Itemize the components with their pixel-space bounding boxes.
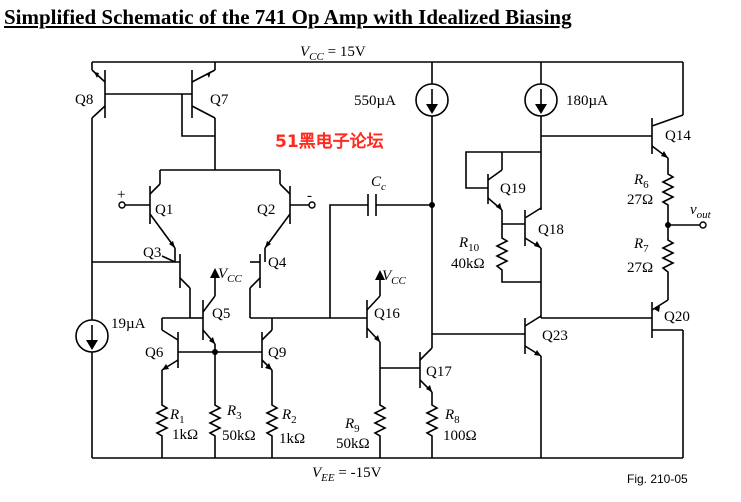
non-inverting-input-label: + <box>117 187 125 203</box>
current-source-180ua: 180µA <box>524 62 608 210</box>
vee-label: VEE = -15V <box>312 465 382 484</box>
q1-transistor: + Q1 <box>117 170 176 249</box>
r10-value: 40kΩ <box>451 256 485 272</box>
r2-value: 1kΩ <box>279 431 305 447</box>
q2-label: Q2 <box>257 202 275 218</box>
r1-name: R1 <box>169 407 185 426</box>
q3-transistor: Q3 <box>143 245 191 318</box>
q6-transistor: Q9 <box>250 317 330 400</box>
q3-label: Q3 <box>143 245 161 261</box>
r9-value: 50kΩ <box>336 436 370 452</box>
q19-label: Q19 <box>500 181 526 197</box>
current-source-550ua: 550µA <box>354 62 449 340</box>
r1-value: 1kΩ <box>172 427 198 443</box>
bias-550ua-label: 550µA <box>354 93 396 109</box>
r10-name: R10 <box>458 235 480 254</box>
q4-label: Q4 <box>268 255 287 271</box>
q16-transistor: VCC Q16 <box>366 268 407 400</box>
q16-vcc-label: VCC <box>382 268 407 287</box>
r7-name: R7 <box>633 236 649 255</box>
q18-transistor: Q18 <box>502 207 564 318</box>
inverting-input-label: - <box>307 188 312 204</box>
page-title: Simplified Schematic of the 741 Op Amp w… <box>4 5 572 29</box>
current-source-19ua: 19µA <box>75 316 146 458</box>
q23-label: Q23 <box>542 328 568 344</box>
r6-resistor: R6 27Ω <box>627 170 675 225</box>
watermark-text: 51黑电子论坛 <box>275 131 384 152</box>
q17-label: Q17 <box>426 364 452 380</box>
q6-label: Q9 <box>268 345 286 361</box>
q7-transistor: VCC Q5 <box>202 266 243 352</box>
q8-transistor: Q7 <box>191 62 229 170</box>
compensation-capacitor: Cc <box>329 174 435 318</box>
vout-label: vout <box>690 202 712 221</box>
q20-transistor: Q20 <box>651 290 690 338</box>
r8-name: R8 <box>444 407 460 426</box>
q8-label: Q7 <box>210 92 229 108</box>
q2-transistor: - Q2 <box>257 170 316 249</box>
q16-label: Q16 <box>374 306 400 322</box>
bias-19ua-label: 19µA <box>111 316 146 332</box>
r3-name: R3 <box>226 403 242 422</box>
r7-value: 27Ω <box>627 260 653 276</box>
q8-diode-link <box>181 94 215 137</box>
q7-vcc-label: VCC <box>218 266 243 285</box>
q14-label: Q14 <box>665 128 691 144</box>
output-node: vout <box>665 202 712 229</box>
r2-name: R2 <box>281 407 297 426</box>
q17-transistor: Q17 <box>419 340 452 400</box>
q19-transistor: Q19 <box>465 151 541 224</box>
r9-resistor: R9 50kΩ <box>336 400 387 458</box>
r6-name: R6 <box>633 172 649 191</box>
r3-resistor: R3 50kΩ <box>208 400 256 458</box>
q7-label: Q5 <box>212 306 230 322</box>
r9-name: R9 <box>344 416 360 435</box>
r10-resistor: R10 40kΩ <box>451 224 541 283</box>
q9-transistor: Q8 <box>75 62 106 318</box>
q23-transistor: Q23 <box>524 315 652 458</box>
r2-resistor: R2 1kΩ <box>265 400 305 458</box>
figure-label: Fig. 210-05 <box>627 472 688 486</box>
r8-value: 100Ω <box>443 428 477 444</box>
r3-value: 50kΩ <box>222 428 256 444</box>
bias-180ua-label: 180µA <box>566 93 608 109</box>
q5-transistor: Q6 <box>145 317 190 400</box>
q5-label: Q6 <box>145 345 164 361</box>
q14-transistor: Q14 <box>651 114 691 170</box>
r7-resistor: R7 27Ω <box>627 225 675 290</box>
q1-label: Q1 <box>155 202 173 218</box>
cc-label: Cc <box>371 174 386 193</box>
q4-transistor: Q4 <box>249 248 287 318</box>
vee-rail <box>92 330 684 459</box>
q18-label: Q18 <box>538 222 564 238</box>
vcc-rail <box>92 61 684 115</box>
vcc-label: VCC = 15V <box>300 44 366 63</box>
q9-label: Q8 <box>75 92 93 108</box>
q20-label: Q20 <box>664 309 690 325</box>
r6-value: 27Ω <box>627 192 653 208</box>
r8-resistor: R8 100Ω <box>425 400 477 458</box>
r1-resistor: R1 1kΩ <box>155 400 198 458</box>
